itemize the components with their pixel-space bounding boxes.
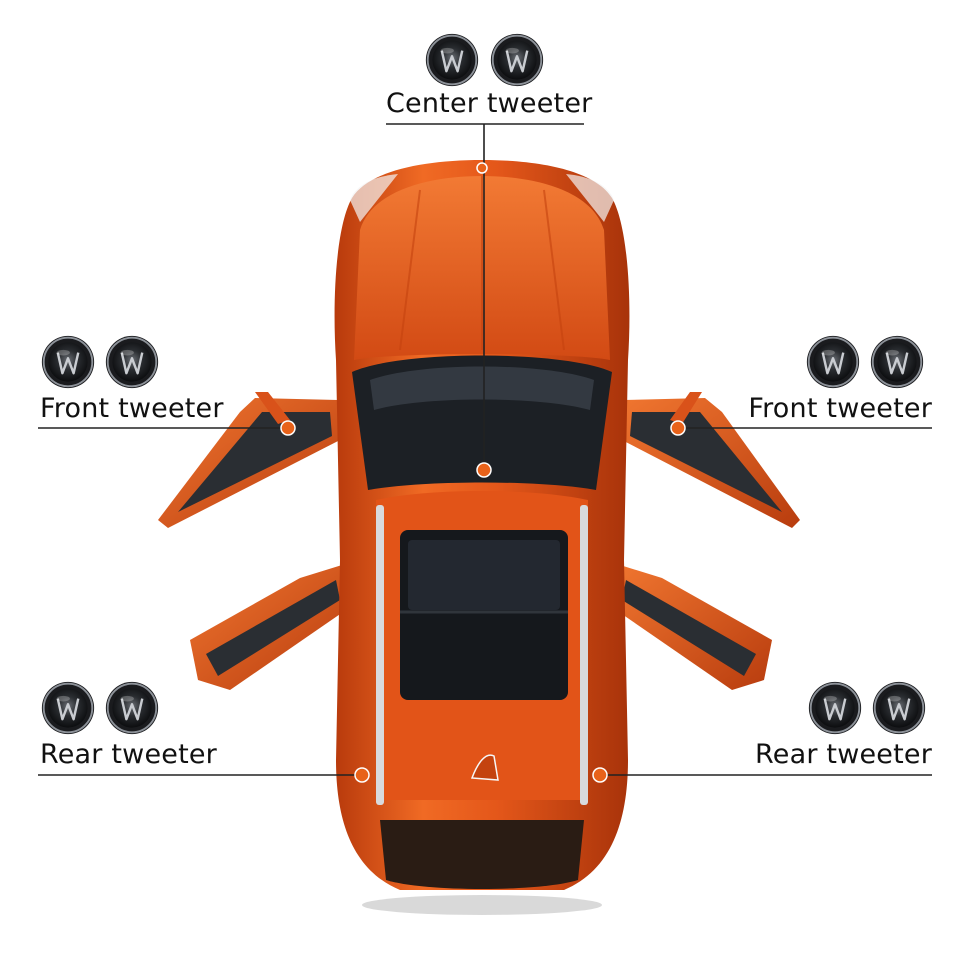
center-tweeter-label: Center tweeter xyxy=(386,88,593,119)
rear-right-tweeter-marker xyxy=(592,767,608,783)
rear-left-tweeter-marker xyxy=(354,767,370,783)
tweeter-speaker-icon xyxy=(104,680,160,736)
rear-right-door xyxy=(616,565,772,690)
tweeter-speaker-icon xyxy=(869,334,925,390)
tweeter-speaker-icon xyxy=(871,680,927,736)
front-left-tweeter-marker xyxy=(280,420,296,436)
front-right-tweeter-marker xyxy=(670,420,686,436)
tweeter-speaker-icon xyxy=(805,334,861,390)
rear-left-door xyxy=(190,565,346,690)
rear-right-tweeter-icons xyxy=(807,680,927,736)
center-top-marker xyxy=(476,162,488,174)
front-left-tweeter-icons xyxy=(40,334,160,390)
tweeter-speaker-icon xyxy=(40,680,96,736)
tweeter-markers xyxy=(280,162,686,783)
center-tweeter-icons xyxy=(424,32,545,88)
tweeter-speaker-icon xyxy=(424,32,480,88)
front-right-tweeter-label: Front tweeter xyxy=(748,393,932,424)
rear-right-tweeter-label: Rear tweeter xyxy=(755,739,932,770)
front-left-tweeter-label: Front tweeter xyxy=(40,393,224,424)
tweeter-speaker-icon xyxy=(807,680,863,736)
tweeter-speaker-icon xyxy=(104,334,160,390)
tweeter-speaker-icon xyxy=(489,32,545,88)
leader-lines xyxy=(38,123,932,776)
front-right-door xyxy=(622,392,800,528)
rear-left-tweeter-icons xyxy=(40,680,160,736)
tweeter-speaker-icon xyxy=(40,334,96,390)
rear-left-tweeter-label: Rear tweeter xyxy=(40,739,217,770)
car-top-view xyxy=(158,160,800,915)
front-right-tweeter-icons xyxy=(805,334,925,390)
rear-window xyxy=(380,820,584,889)
center-tweeter-marker xyxy=(476,462,492,478)
